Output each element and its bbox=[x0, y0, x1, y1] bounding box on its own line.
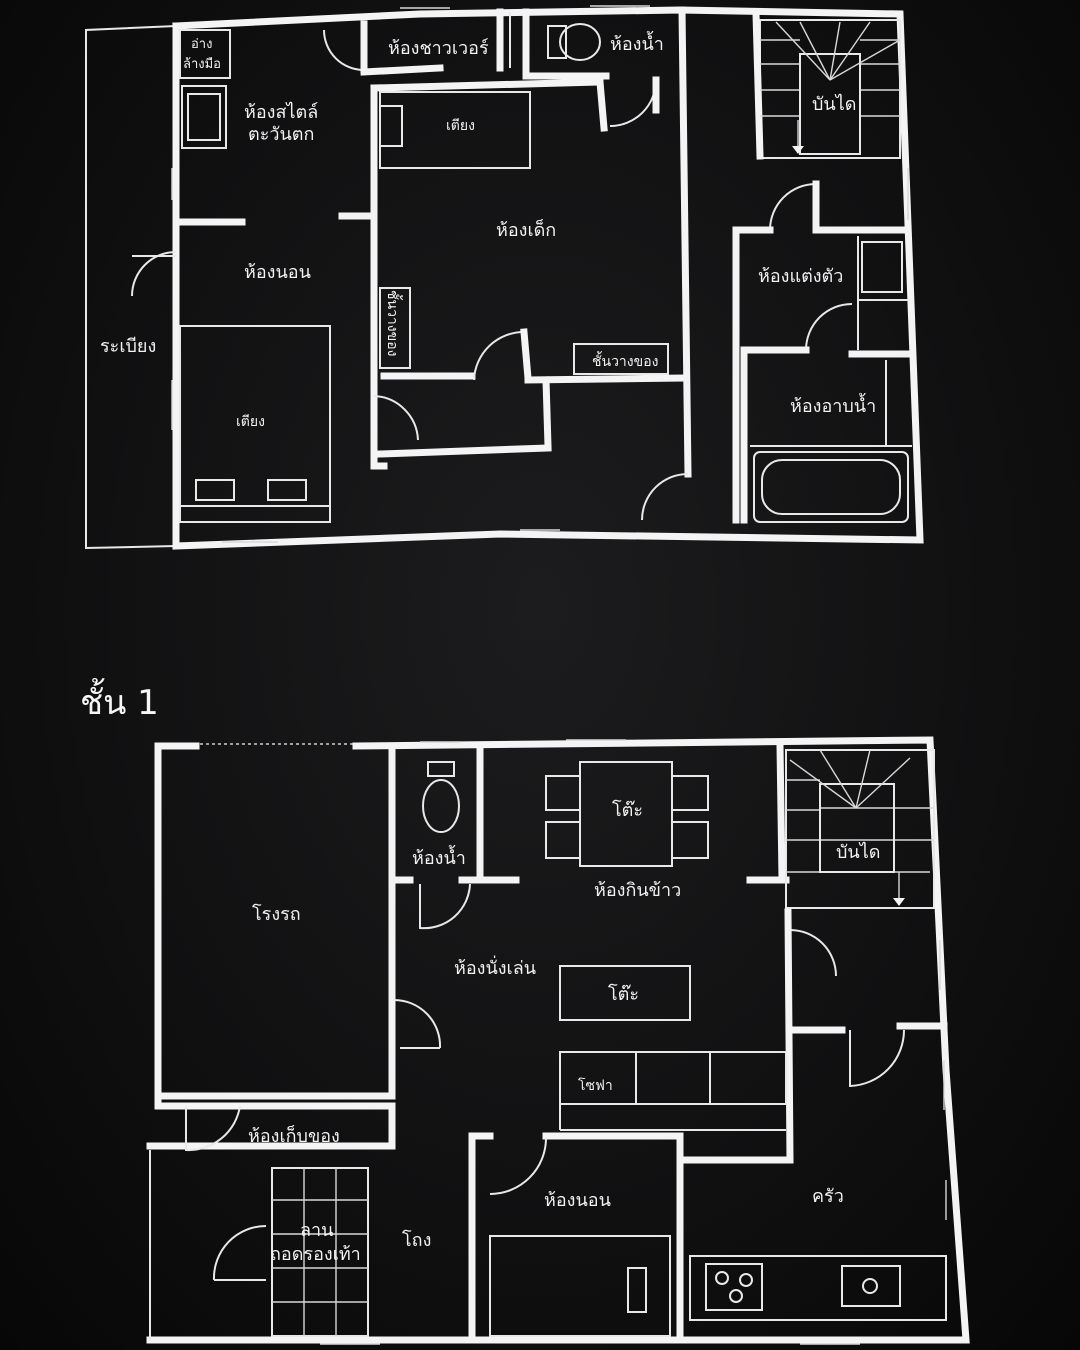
label-shower-room: ห้องชาวเวอร์ bbox=[388, 38, 489, 59]
label-entrance: โถง bbox=[402, 1229, 431, 1251]
label-master-bed: เตียง bbox=[236, 414, 265, 430]
ground-floor-labels: โต๊ะ ห้องน้ำ บันได ห้องกินข้าว โรงรถ ห้อ… bbox=[248, 799, 880, 1265]
dining-table bbox=[579, 761, 673, 867]
label-garage: โรงรถ bbox=[252, 903, 301, 925]
label-upper-bedroom: ห้องนอน bbox=[244, 262, 311, 283]
label-ground-toilet: ห้องน้ำ bbox=[412, 845, 466, 869]
label-kids-room: ห้องเด็ก bbox=[496, 218, 556, 241]
label-shelf-vertical: ชั้นวางของ bbox=[384, 290, 403, 356]
label-kitchen: ครัว bbox=[812, 1186, 844, 1207]
label-ground-stairs: บันได bbox=[836, 841, 880, 863]
label-shelf: ชั้นวางของ bbox=[592, 351, 658, 370]
label-upper-stairs: บันได bbox=[812, 93, 856, 115]
upper-floor-plan bbox=[85, 5, 924, 550]
label-hand-basin-1: อ่าง bbox=[191, 37, 212, 52]
ground-bed bbox=[489, 1235, 671, 1337]
ground-floor-plan bbox=[146, 736, 970, 1345]
label-shoe-area-1: ลาน bbox=[300, 1220, 333, 1241]
sofa bbox=[559, 1051, 787, 1105]
upper-floor-labels: อ่าง ล้างมือ ห้องชาวเวอร์ ห้องน้ำ บันได … bbox=[100, 31, 876, 430]
label-living-table: โต๊ะ bbox=[608, 983, 639, 1005]
label-shoe-area-2: ถอดรองเท้า bbox=[270, 1244, 361, 1265]
hand-basin-box bbox=[179, 29, 231, 79]
label-dining-room: ห้องกินข้าว bbox=[594, 880, 681, 901]
label-sofa: โซฟา bbox=[578, 1077, 613, 1094]
label-upper-toilet: ห้องน้ำ bbox=[610, 31, 664, 55]
label-western-room-1: ห้องสไตล์ bbox=[244, 101, 318, 123]
label-western-room-2: ตะวันตก bbox=[248, 124, 314, 145]
master-bed bbox=[179, 325, 331, 523]
upper-outer-wall bbox=[172, 6, 924, 550]
label-bathroom: ห้องอาบน้ำ bbox=[790, 393, 876, 417]
label-storage: ห้องเก็บของ bbox=[248, 1124, 340, 1147]
floor-heading: ชั้น 1 bbox=[80, 678, 159, 723]
label-ground-bedroom: ห้องนอน bbox=[544, 1190, 611, 1211]
living-table bbox=[559, 965, 691, 1021]
label-living-room: ห้องนั่งเล่น bbox=[454, 955, 536, 979]
label-dressing-room: ห้องแต่งตัว bbox=[758, 266, 843, 287]
label-dining-table: โต๊ะ bbox=[612, 799, 643, 821]
kitchen-counter bbox=[689, 1255, 947, 1321]
veranda-outline bbox=[85, 25, 177, 550]
label-hand-basin-2: ล้างมือ bbox=[183, 56, 221, 72]
label-veranda: ระเบียง bbox=[100, 336, 156, 357]
label-kids-bed: เตียง bbox=[446, 118, 475, 134]
